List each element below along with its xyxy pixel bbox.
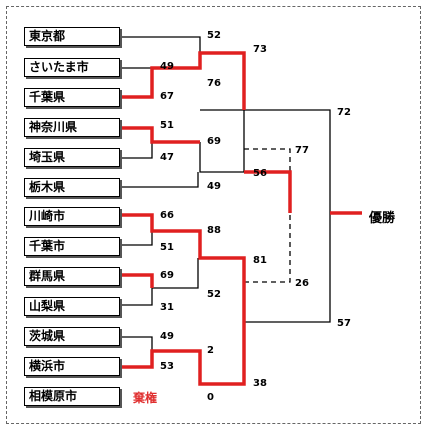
bracket-frame [6,6,421,424]
score-r3-kawasaki: 81 [253,255,267,266]
team-chibashi: 千葉市 [24,237,120,256]
score-saitamashi: 49 [160,61,174,72]
score-kanagawa: 51 [160,120,174,131]
score-chibashi: 51 [160,242,174,253]
score-tochigi: 49 [207,181,221,192]
line-bottom-final [244,213,331,323]
score-r3-tochigi: 77 [295,145,309,156]
score-chibaken: 67 [160,91,174,102]
team-gunma: 群馬県 [24,267,120,286]
team-saitamashi: さいたま市 [24,58,120,77]
line-saitamashi [122,67,153,81]
score-tokyo: 52 [207,30,221,41]
team-tokyo: 東京都 [24,27,120,46]
line-dashed-lower [244,213,291,283]
score-final-top: 72 [337,107,351,118]
line-saitamaken [122,142,153,159]
line-chibashi [122,231,153,246]
score-kawasaki: 66 [160,210,174,221]
score-r2-kanagawa: 69 [207,136,221,147]
line-r2-second [199,110,245,173]
score-r2-tokyo: 73 [253,44,267,55]
score-r2-tochigi: 56 [253,168,267,179]
line-top-half-link [244,109,331,213]
team-chibaken: 千葉県 [24,88,120,107]
score-final-bottom: 57 [337,318,351,329]
score-gunma: 69 [160,270,174,281]
team-saitamaken: 埼玉県 [24,148,120,167]
win-tochigi-dash [244,170,292,213]
score-sagamihara: 0 [207,392,214,403]
line-tochigi [122,172,199,188]
winner-label: 優勝 [369,211,396,226]
score-r2-gunma: 52 [207,289,221,300]
forfeit-label: 棄権 [133,391,158,405]
line-yamanashi [122,288,153,306]
score-r2-kawasaki: 88 [207,225,221,236]
score-r2-sagamihara: 38 [253,378,267,389]
score-ibaraki: 49 [160,331,174,342]
team-kawasaki: 川崎市 [24,207,120,226]
team-sagamihara: 相模原市 [24,387,120,406]
line-tokyo [122,36,201,53]
team-ibaraki: 茨城県 [24,327,120,346]
win-yokohama [122,322,246,386]
win-kanagawa [122,126,200,144]
team-yamanashi: 山梨県 [24,297,120,316]
score-yamanashi: 31 [160,302,174,313]
line-r2-gunma [152,258,199,289]
team-kanagawa: 神奈川県 [24,118,120,137]
team-yokohama: 横浜市 [24,357,120,376]
score-r2-chiba: 76 [207,78,221,89]
win-kawasaki [122,213,246,322]
score-yokohama: 53 [160,361,174,372]
win-chibaken [122,51,246,110]
line-dashed-upper [244,148,291,213]
line-r2-upper-bottom [200,100,245,111]
score-r2-yokohama: 2 [207,345,214,356]
score-saitamaken: 47 [160,152,174,163]
line-ibaraki [122,336,153,351]
score-r3-yokohama: 26 [295,278,309,289]
team-tochigi: 栃木県 [24,178,120,197]
win-gunma [122,273,154,288]
